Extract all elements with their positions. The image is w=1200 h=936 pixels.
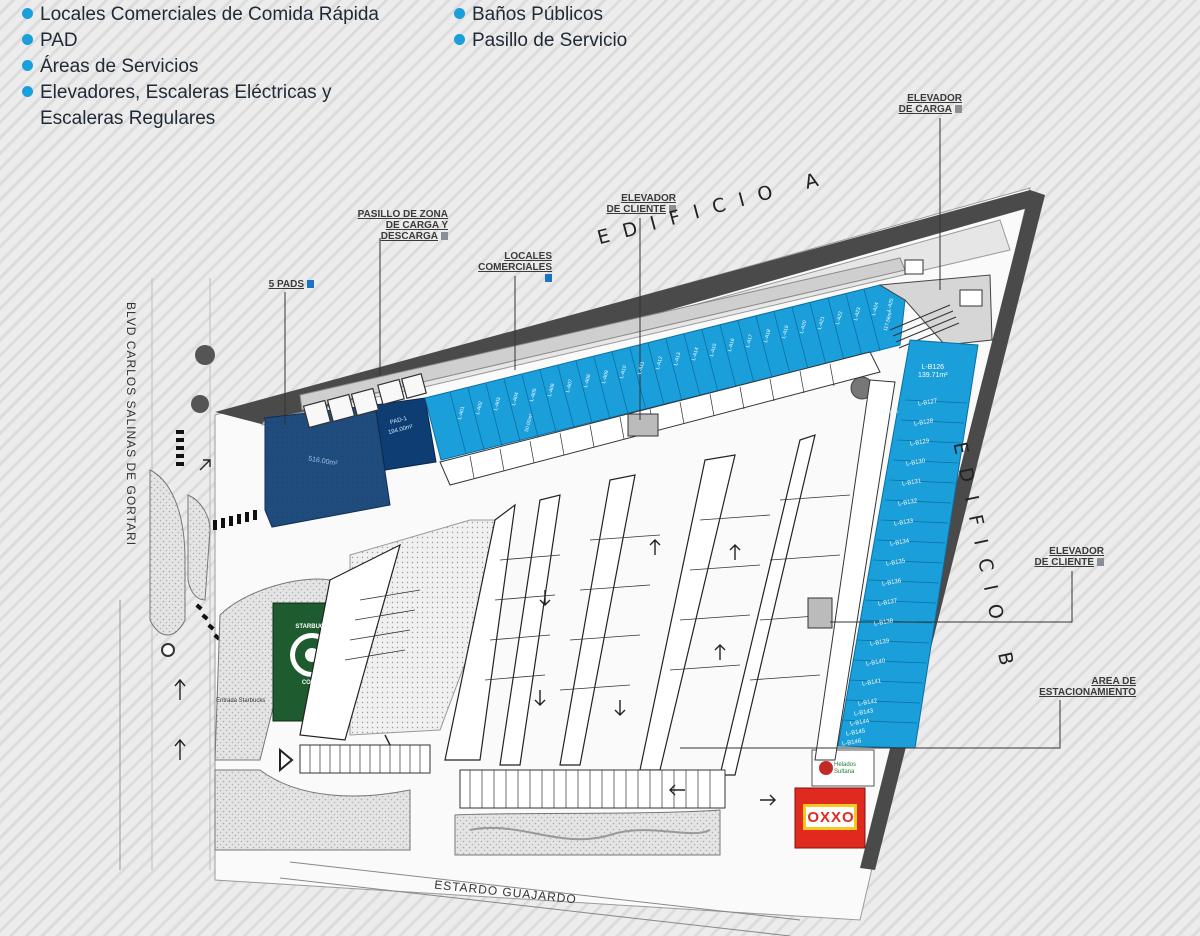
unit-b126: L-B126 139.71m² — [918, 364, 948, 380]
starbucks-text-top: STARBUCKS — [295, 624, 333, 630]
unit-b126-area: 139.71m² — [918, 372, 948, 379]
service-rooms — [302, 373, 427, 429]
entrance-label: Entrada Starbucks — [216, 698, 266, 704]
legend-item: Elevadores, Escaleras Eléctricas y Escal… — [20, 80, 380, 132]
legend-item: Pasillo de Servicio — [452, 28, 712, 54]
legend-bullet-icon — [22, 86, 33, 97]
legend-item: Locales Comerciales de Comida Rápida — [20, 2, 400, 28]
callout-text: PASILLO DE ZONA DE CARGA Y DESCARGA — [357, 209, 448, 242]
callout-marker-icon — [441, 232, 448, 240]
traffic-arrows — [174, 459, 776, 806]
legend-bullet-icon — [22, 8, 33, 19]
legend-item: PAD — [20, 28, 400, 54]
legend-label: Áreas de Servicios — [40, 56, 199, 77]
callout-elevador-cliente-right: ELEVADOR DE CLIENTE — [1030, 546, 1104, 568]
callout-locales: LOCALES COMERCIALES — [470, 251, 552, 284]
parking-rows — [299, 434, 816, 776]
callout-marker-icon — [669, 205, 676, 213]
callout-pads: 5 PADS — [250, 279, 314, 290]
callout-elevador-cliente-top: ELEVADOR DE CLIENTE — [600, 193, 676, 215]
callout-text: LOCALES COMERCIALES — [478, 251, 552, 273]
legend-column-1: Locales Comerciales de Comida Rápida PAD… — [20, 2, 400, 132]
legend-column-2: Baños Públicos Pasillo de Servicio — [452, 2, 712, 54]
legend-item: Áreas de Servicios — [20, 54, 400, 80]
legend-bullet-icon — [22, 60, 33, 71]
edificio-a-wall — [215, 190, 1030, 425]
callout-area-estacionamiento: AREA DE ESTACIONAMIENTO — [1020, 676, 1136, 698]
parking-along-b — [814, 379, 896, 761]
callout-marker-icon — [955, 105, 962, 113]
legend-bullet-icon — [22, 34, 33, 45]
callout-text: ELEVADOR DE CARGA — [898, 93, 962, 115]
callout-marker-icon — [1097, 558, 1104, 566]
landscape-bottom-left — [214, 769, 411, 851]
elevador-cliente-a — [627, 413, 659, 437]
elevador-cliente-b — [807, 597, 833, 629]
legend-label: Pasillo de Servicio — [472, 30, 628, 51]
callout-text: 5 PADS — [268, 279, 304, 290]
landscape-bottom-mid — [454, 809, 721, 856]
legend-bullet-icon — [454, 8, 465, 19]
pad-1 — [374, 397, 437, 471]
landscape-median — [149, 469, 186, 636]
parking-strip-bottom-left — [299, 744, 431, 774]
callout-text: ELEVADOR DE CLIENTE — [1034, 546, 1104, 568]
helados-logo — [819, 761, 833, 775]
edificio-a-locales — [424, 284, 906, 461]
callout-marker-icon — [545, 274, 552, 282]
legend-bullet-icon — [454, 34, 465, 45]
landscape-median — [187, 494, 211, 601]
legend-label: Elevadores, Escaleras Eléctricas y Escal… — [40, 82, 332, 129]
callout-marker-icon — [307, 280, 314, 288]
legend-label: PAD — [40, 30, 78, 51]
parking-strip-bottom-mid — [459, 769, 726, 809]
oxxo-logo-text: OXXO — [807, 809, 855, 826]
callout-text: ELEVADOR DE CLIENTE — [606, 193, 676, 215]
callout-text: AREA DE ESTACIONAMIENTO — [1039, 676, 1136, 698]
parking-along-a — [439, 351, 881, 486]
starbucks-text-bottom: COFFEE — [301, 680, 327, 686]
legend-label: Locales Comerciales de Comida Rápida — [40, 4, 380, 25]
street-left-label: BLVD CARLOS SALINAS DE GORTARI — [124, 302, 138, 547]
callout-elevador-carga: ELEVADOR DE CARGA — [890, 93, 962, 115]
callout-pasillo-zona: PASILLO DE ZONA DE CARGA Y DESCARGA — [330, 209, 448, 242]
legend-item: Baños Públicos — [452, 2, 712, 28]
helados-logo-text: Helados Sultana — [834, 762, 857, 775]
unit-b126-name: L-B126 — [921, 364, 945, 371]
legend-label: Baños Públicos — [472, 4, 603, 25]
